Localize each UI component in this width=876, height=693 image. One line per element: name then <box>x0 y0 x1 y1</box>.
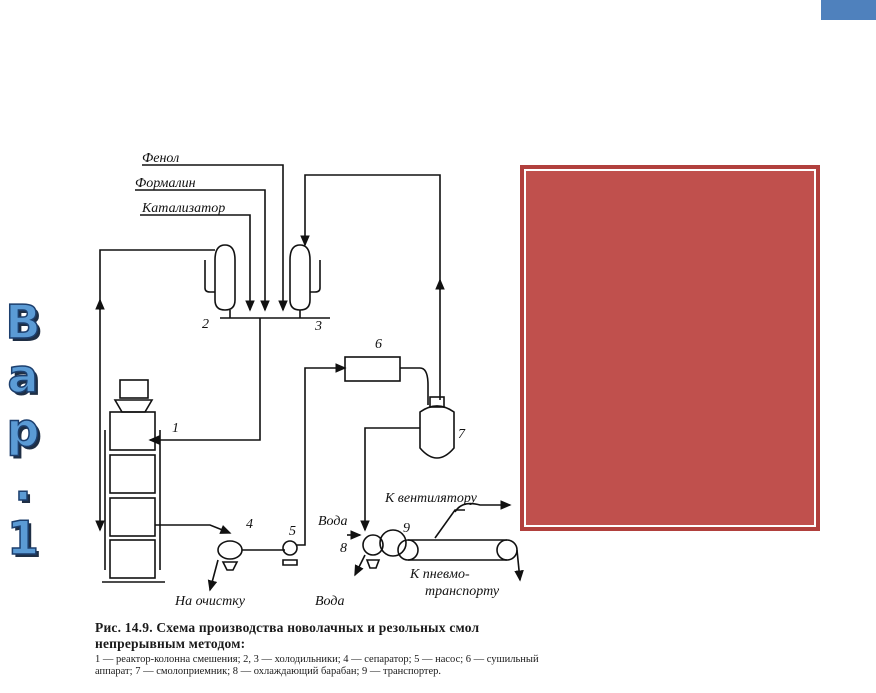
flow-ventilator: К вентилятору <box>384 491 478 506</box>
label-3: 3 <box>314 319 322 334</box>
process-flow-scheme: Фенол Формалин Катализатор 2 3 1 4 5 6 7… <box>95 151 524 609</box>
label-8: 8 <box>340 541 347 556</box>
flow-pneumo-1: К пневмо- <box>409 567 470 582</box>
feed-phenol: Фенол <box>142 151 179 166</box>
flow-cleaning: На очистку <box>174 594 246 609</box>
caption-title: Рис. 14.9. Схема производства новолачных… <box>95 620 480 651</box>
side-letter-4: . <box>13 456 32 512</box>
flow-water-out: Вода <box>315 594 344 609</box>
feed-catalyst: Катализатор <box>141 201 225 216</box>
label-2: 2 <box>202 317 209 332</box>
figure-caption: Рис. 14.9. Схема производства новолачных… <box>95 620 545 678</box>
feed-formalin: Формалин <box>135 176 196 191</box>
label-5: 5 <box>289 524 296 539</box>
flow-pneumo-2: транспорту <box>425 584 500 599</box>
label-7: 7 <box>458 427 466 442</box>
caption-legend: 1 — реактор-колонна смешения; 2, 3 — хол… <box>95 654 539 677</box>
label-9: 9 <box>403 521 410 536</box>
red-content-panel <box>520 165 820 531</box>
corner-accent-tab <box>821 0 876 20</box>
side-letter-3: р <box>6 402 40 458</box>
label-1: 1 <box>172 421 179 436</box>
flow-water-in: Вода <box>318 514 347 529</box>
side-letter-1: В <box>5 294 42 350</box>
vertical-variant-label: В а р . 1 <box>5 294 42 566</box>
side-letter-2: а <box>7 348 40 404</box>
side-letter-5: 1 <box>6 510 40 566</box>
label-4: 4 <box>246 517 253 532</box>
label-6: 6 <box>375 337 382 352</box>
